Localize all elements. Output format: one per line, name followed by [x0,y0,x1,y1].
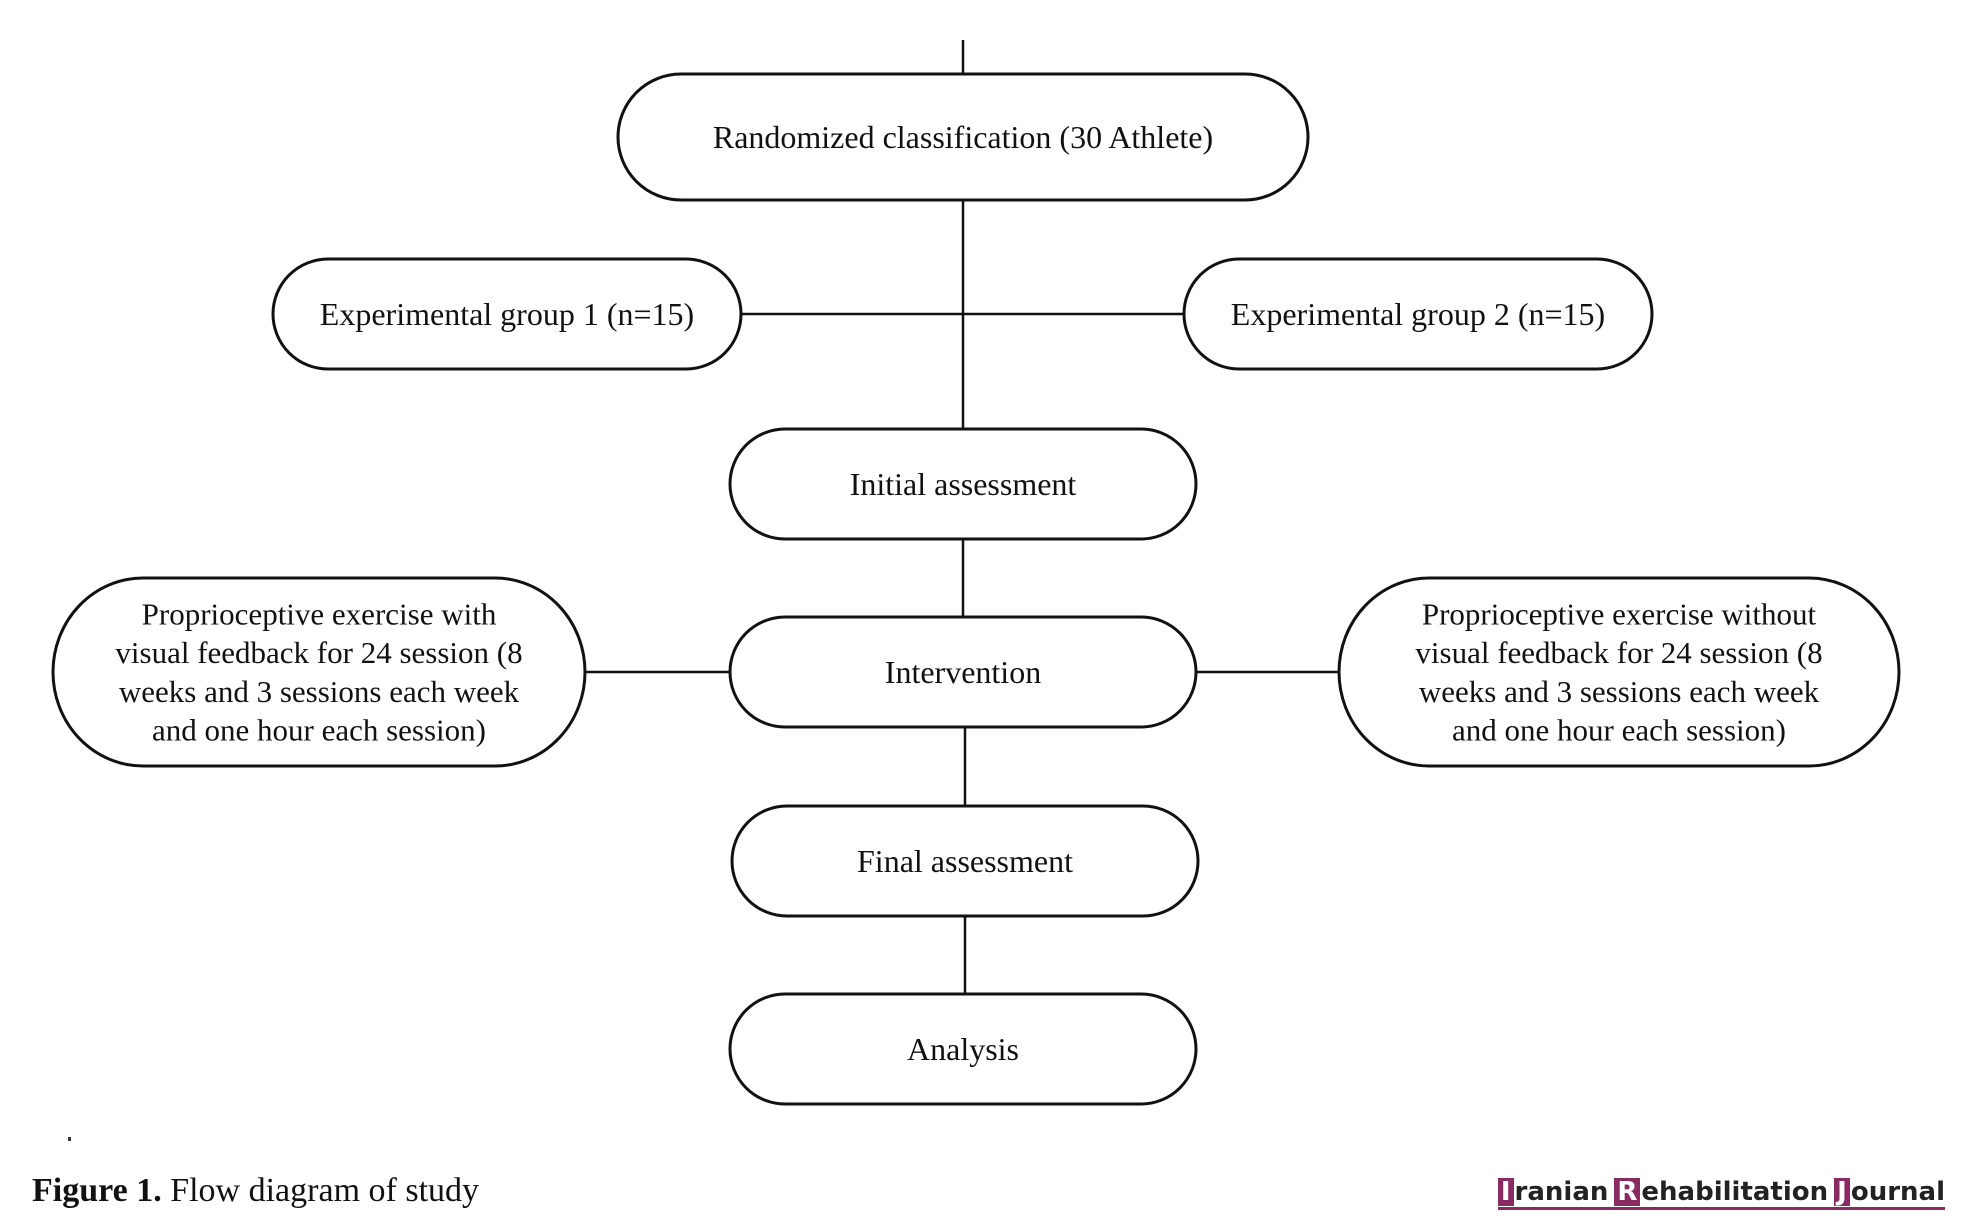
journal-initial-3: J [1834,1178,1850,1206]
node-shape [730,804,1200,918]
node-right-exercise: Proprioceptive exercise without visual fe… [1337,576,1901,768]
node-label: Randomized classification (30 Athlete) [713,119,1213,155]
node-final: Final assessment [730,804,1200,918]
journal-word-1-rest: ranian [1514,1177,1609,1207]
node-label: Initial assessment [850,466,1077,502]
node-label: Final assessment [857,843,1073,879]
node-label: weeks and 3 sessions each week [1419,674,1820,709]
node-shape [1337,576,1901,768]
node-shape [728,427,1198,541]
node-label: Proprioceptive exercise with [142,596,497,631]
node-randomized: Randomized classification (30 Athlete) [616,72,1310,202]
node-intervention: Intervention [728,615,1198,729]
figure-label: Figure 1. [32,1172,162,1209]
figure-caption-text: Flow diagram of study [170,1172,480,1209]
node-shape [728,992,1198,1106]
node-shape [728,615,1198,729]
journal-underline [1497,1207,1945,1210]
node-label: Proprioceptive exercise without [1422,596,1817,631]
diagram-nodes: Randomized classification (30 Athlete) Ex… [51,72,1901,1106]
stray-mark [68,1137,71,1141]
figure-caption: Figure 1. Flow diagram of study [32,1172,479,1210]
journal-initial-2: R [1614,1178,1641,1206]
journal-logo: I ranian R ehabilitation J ournal [1497,1177,1945,1210]
node-initial: Initial assessment [728,427,1198,541]
node-shape [271,257,743,371]
node-label: Intervention [885,654,1041,690]
node-shape [1182,257,1654,371]
node-label: and one hour each session) [152,713,486,748]
journal-initial-1: I [1497,1178,1514,1206]
node-shape [616,72,1310,202]
journal-word-2-rest: ehabilitation [1641,1177,1829,1207]
node-shape [51,576,587,768]
node-label: visual feedback for 24 session (8 [115,635,522,670]
node-analysis: Analysis [728,992,1198,1106]
node-label: Experimental group 2 (n=15) [1231,296,1605,332]
node-left-exercise: Proprioceptive exercise with visual feedb… [51,576,587,768]
diagram-connectors [585,40,1339,994]
journal-word-1: I ranian [1497,1177,1609,1207]
node-label: visual feedback for 24 session (8 [1415,635,1822,670]
node-label: Analysis [907,1031,1019,1067]
journal-word-3-rest: ournal [1850,1177,1945,1207]
node-group1: Experimental group 1 (n=15) [271,257,743,371]
node-label: and one hour each session) [1452,713,1786,748]
journal-word-2: R ehabilitation [1614,1177,1828,1207]
journal-word-3: J ournal [1834,1177,1945,1207]
node-label: weeks and 3 sessions each week [119,674,520,709]
node-group2: Experimental group 2 (n=15) [1182,257,1654,371]
node-label: Experimental group 1 (n=15) [320,296,694,332]
